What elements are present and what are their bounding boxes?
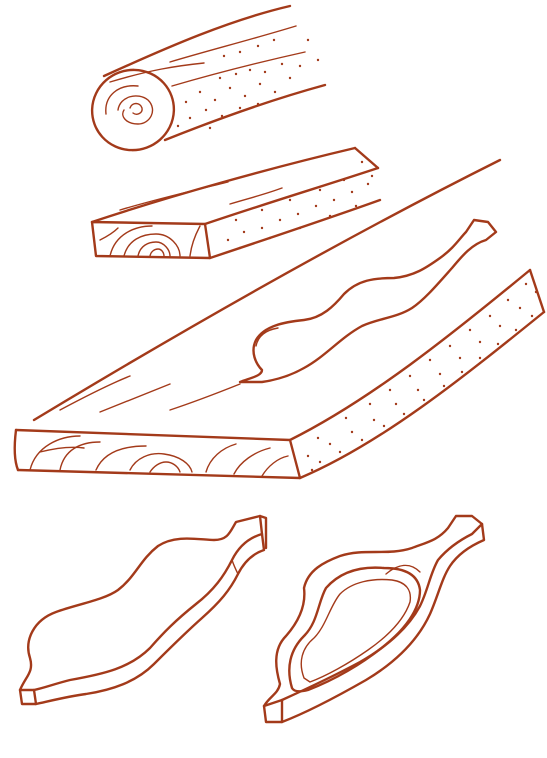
- carved-spoon-icon: [264, 516, 484, 722]
- log-bark-texture: [177, 39, 319, 129]
- plank-icon: [92, 148, 380, 258]
- log-icon: [81, 6, 325, 162]
- board-side-texture: [307, 283, 537, 471]
- rough-spoon-blank-icon: [20, 516, 266, 704]
- board-with-spoon-outline-icon: [15, 160, 544, 478]
